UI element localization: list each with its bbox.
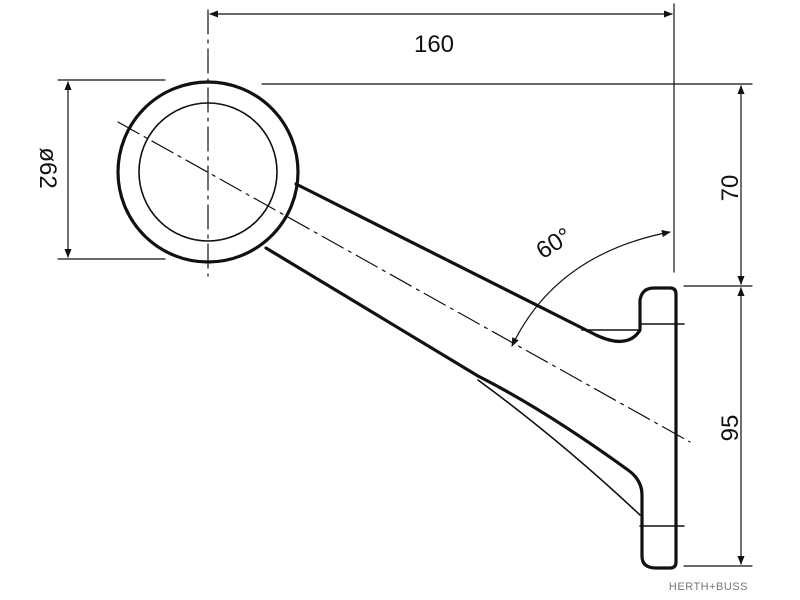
diameter-dimension: ø62	[34, 79, 166, 260]
upper-height-dimension: 70	[261, 83, 753, 287]
width-dimension: 160	[209, 3, 675, 273]
arm-lower-inner-edge	[477, 379, 641, 516]
lower-height-label: 95	[717, 415, 744, 442]
arm-upper-edge	[264, 182, 678, 570]
upper-height-label: 70	[717, 175, 744, 202]
diameter-label: ø62	[34, 147, 61, 188]
angle-arc	[511, 230, 671, 347]
arm-axis-line	[117, 121, 691, 443]
brand-watermark: HERTH+BUSS	[669, 581, 748, 593]
angle-dimension: 60°	[511, 223, 671, 347]
angle-label: 60°	[531, 223, 576, 265]
center-lines	[117, 9, 691, 443]
bracket-arm	[264, 182, 678, 570]
width-label: 160	[414, 31, 454, 58]
lower-height-dimension: 95	[683, 287, 753, 567]
